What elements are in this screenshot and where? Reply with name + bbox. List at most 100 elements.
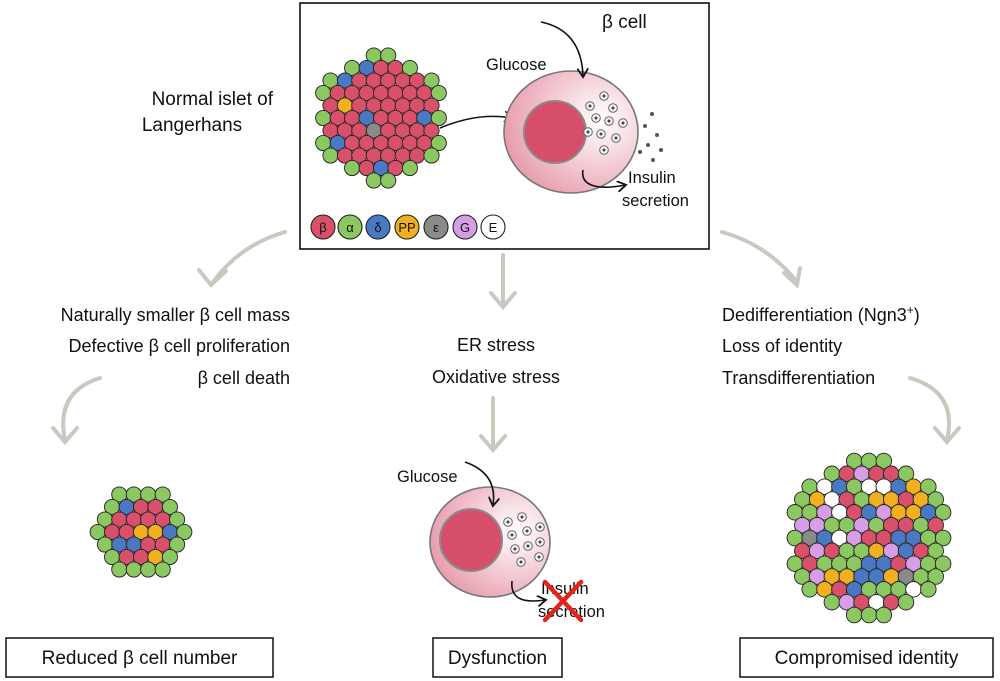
mixed-islet-cell: [823, 593, 841, 611]
legend-swatch: [310, 214, 336, 240]
beta-cell-nucleus: [523, 100, 587, 164]
mixed-islet-cell: [920, 581, 937, 598]
mid-granule-core: [510, 533, 514, 537]
right-cause-3: Transdifferentiation: [722, 368, 875, 388]
outcome-box-left: [5, 637, 274, 678]
secreted-insulin-dot: [655, 133, 659, 137]
mid-granule-core: [538, 525, 542, 529]
mixed-islet-cell: [934, 529, 952, 547]
legend-label: G: [460, 220, 470, 235]
outcome-box-middle: [432, 637, 563, 678]
legend-swatch: [452, 214, 478, 240]
secreted-insulin-dot: [638, 150, 642, 154]
small-islet-cell: [161, 548, 178, 566]
mixed-islet-cell: [920, 478, 937, 495]
arrow-to-middle-head: [489, 291, 517, 311]
insulin-granules: [583, 91, 628, 155]
blocked-secretion-cross: [542, 579, 584, 623]
dysfunctional-cell-nucleus: [439, 508, 503, 572]
mid-granule-core: [537, 555, 541, 559]
small-islet-cell: [140, 561, 157, 578]
mid-granule-core: [526, 544, 530, 548]
mixed-islet-cell: [875, 452, 893, 470]
right-cause-2: Loss of identity: [722, 336, 842, 356]
middle-cause-1: ER stress: [457, 335, 535, 355]
top-granule-core: [614, 136, 618, 140]
small-islet-cluster: [89, 486, 193, 578]
top-granule-core: [611, 106, 615, 110]
glucose-label: Glucose: [486, 56, 547, 74]
mixed-islet-cell: [934, 504, 952, 521]
left-cause-3: β cell death: [198, 368, 290, 388]
secreted-insulin-dot: [651, 158, 655, 162]
outcome-compromised-identity: Compromised identity: [775, 648, 959, 669]
glucose-arrow: [540, 21, 583, 76]
legend-label: E: [489, 220, 498, 235]
outcome-reduced-beta-cell-number: Reduced β cell number: [42, 648, 238, 669]
top-granule-core: [586, 130, 590, 134]
outcome-dysfunction: Dysfunction: [448, 648, 547, 669]
top-granule-core: [602, 94, 606, 98]
mixed-islet-cell: [927, 542, 944, 560]
mid-granule-core: [520, 515, 524, 519]
islet-label-line2: Langerhans: [142, 115, 242, 136]
normal-islet-cell: [430, 84, 447, 102]
small-islet-cell: [161, 498, 178, 516]
secreted-insulin-dots: [638, 112, 663, 162]
arrow-left-down-head: [51, 426, 79, 446]
arrow-to-left-head: [197, 268, 228, 288]
mid-granule-core: [513, 547, 517, 551]
normal-islet-cell: [430, 109, 447, 127]
legend-swatch: [423, 214, 449, 240]
top-granule-core: [594, 116, 598, 120]
beta-cell-diagram: [503, 21, 663, 194]
outcome-box-right: [739, 637, 994, 678]
middle-cause-2: Oxidative stress: [432, 367, 560, 387]
mid-granule-core: [519, 560, 523, 564]
legend-swatch: [337, 214, 363, 240]
small-islet-cell: [111, 561, 128, 578]
normal-islet-cell: [380, 172, 397, 189]
mid-granule-core: [538, 540, 542, 544]
mixed-islet-cell: [845, 606, 863, 624]
top-granule-core: [621, 121, 625, 125]
legend-label: PP: [398, 220, 415, 235]
retained-insulin-granules: [503, 512, 545, 567]
secreted-insulin-dot: [646, 143, 650, 147]
legend-label: β: [319, 220, 326, 235]
left-cause-2: Defective β cell proliferation: [69, 336, 290, 356]
normal-islet-cell: [423, 147, 440, 164]
normal-islet-cell: [365, 172, 382, 189]
mid-granule-core: [525, 529, 529, 533]
islet-label-line1: Normal islet of: [152, 89, 274, 110]
arrow-to-right-head: [782, 266, 802, 289]
normal-islet-cell: [322, 147, 339, 164]
small-islet-cell: [169, 511, 186, 528]
right-cause-1: Dedifferentiation (Ngn3+): [722, 303, 920, 325]
left-cause-1: Naturally smaller β cell mass: [61, 305, 290, 325]
top-granule-core: [607, 119, 611, 123]
middle-glucose-label: Glucose: [397, 468, 458, 486]
beta-cell-title: β cell: [602, 12, 647, 33]
normal-islet-cell: [423, 97, 440, 114]
small-islet-cell: [176, 523, 193, 541]
small-islet-cell: [169, 536, 186, 553]
mixed-islet-cell: [934, 555, 952, 572]
top-granule-core: [599, 132, 603, 136]
normal-islet-cluster: [315, 47, 447, 189]
normal-islet-cell: [344, 159, 361, 177]
arrow-to-right: [720, 230, 799, 284]
top-granule-core: [602, 148, 606, 152]
mixed-islet-cell: [927, 516, 944, 534]
dysfunctional-beta-cell: [429, 461, 551, 601]
small-islet-cell: [154, 486, 171, 503]
mixed-islet-cell: [875, 606, 893, 624]
legend-label: α: [346, 220, 354, 235]
legend-swatch: [394, 214, 420, 240]
secreted-insulin-dot: [659, 148, 663, 152]
normal-islet-cell: [401, 59, 418, 77]
normal-islet-cell: [380, 47, 397, 64]
insulin-secretion-arrow: [582, 169, 625, 187]
